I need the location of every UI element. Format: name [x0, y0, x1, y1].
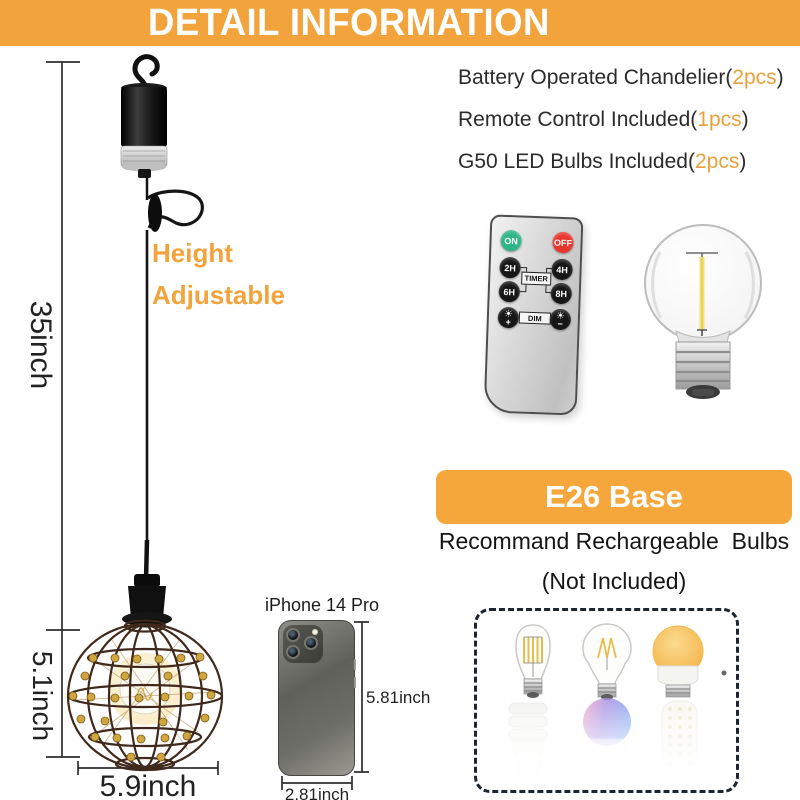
not-included-text: (Not Included) [541, 568, 687, 594]
fade-overlay [480, 692, 733, 787]
title-banner: DETAIL INFORMATION [0, 0, 800, 46]
minus-sign: − [557, 318, 564, 329]
phone-side-button [354, 659, 356, 670]
remote-dim-label: DIM [518, 311, 552, 325]
dim-overall-height: 35inch [24, 300, 57, 390]
camera-lens-icon [286, 628, 300, 642]
phone-side-button [354, 677, 356, 688]
height-adjustable-label-2: Adjustable [152, 280, 285, 310]
warm-globe-bulb [652, 625, 727, 698]
camera-lens-icon [304, 636, 318, 650]
dim-shade-width: 5.9inch [99, 770, 197, 800]
remote-timer-label: TIMER [521, 271, 552, 286]
included-item-remote: Remote Control Included(1pcs) [458, 108, 749, 131]
adjustable-loop [147, 189, 204, 229]
cage-lampshade [66, 619, 224, 772]
dim-shade-height: 5.1inch [27, 650, 58, 742]
gold-beads [68, 652, 216, 762]
e26-base-banner: E26 Base [436, 470, 792, 524]
qty-highlight: 2pcs [694, 150, 740, 173]
included-item-chandelier: Battery Operated Chandelier(2pcs) [458, 66, 784, 89]
qty-highlight: 1pcs [697, 108, 742, 131]
recommend-bulbs-text: Recommand Rechargeable Bulbs [438, 528, 790, 554]
dim-phone-width: 2.81inch [284, 785, 350, 800]
camera-module [283, 625, 323, 663]
hanging-hook [132, 54, 160, 93]
battery-box [121, 87, 167, 147]
dimension-lines [46, 61, 369, 790]
page-title: DETAIL INFORMATION [148, 2, 550, 44]
dim-phone-height: 5.81inch [366, 688, 431, 707]
g50-bulb-photo [644, 224, 762, 399]
included-items-list: Battery Operated Chandelier(2pcs) Remote… [458, 66, 784, 192]
remote-control-photo: ON OFF 2H 4H TIMER 6H 8H ☀ + DIM ☀ − [483, 214, 584, 416]
inner-bulb [119, 663, 171, 715]
recommended-bulbs-box [474, 608, 739, 793]
included-item-bulbs: G50 LED Bulbs Included(2pcs) [458, 150, 747, 173]
plus-sign: + [505, 316, 512, 327]
phone-model-label: iPhone 14 Pro [264, 595, 380, 615]
qty-highlight: 2pcs [732, 66, 777, 89]
height-adjustable-label-1: Height [152, 238, 233, 268]
chandelier-photo [66, 54, 224, 772]
iphone-photo [278, 620, 356, 776]
loop-slider-bead [148, 194, 162, 232]
camera-flash-icon [312, 629, 318, 635]
camera-lens-icon [286, 645, 300, 659]
